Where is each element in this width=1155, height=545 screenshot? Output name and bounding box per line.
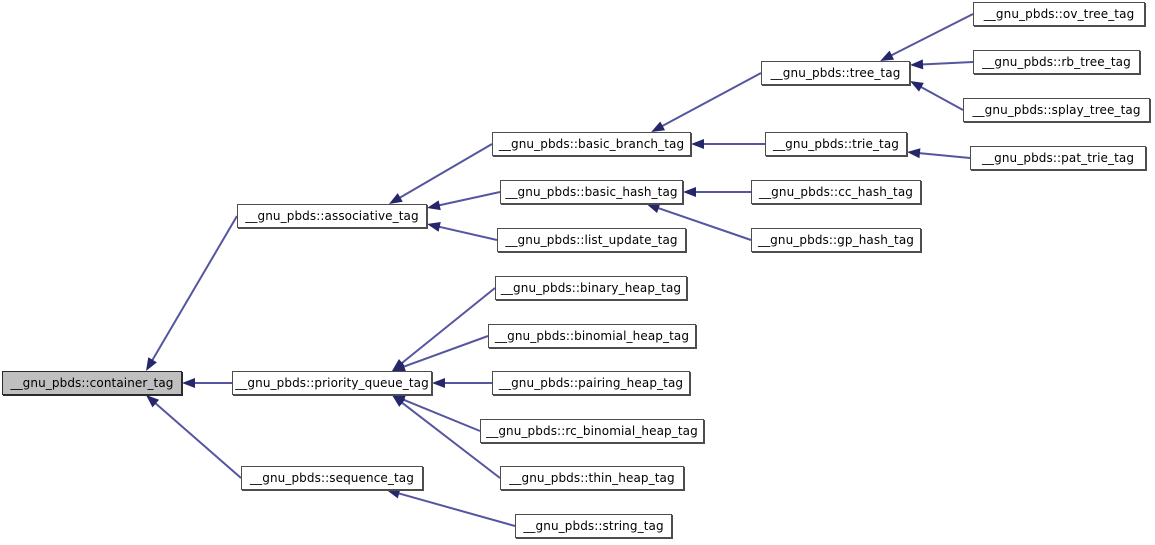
edge-binary_heap_tag-to-priority_queue_tag bbox=[392, 287, 496, 371]
node-basic_hash_tag[interactable]: __gnu_pbds::basic_hash_tag bbox=[500, 180, 683, 204]
edge-cc_hash_tag-to-basic_hash_tag bbox=[683, 187, 751, 197]
node-label-associative_tag: __gnu_pbds::associative_tag bbox=[245, 209, 419, 223]
node-label-pat_trie_tag: __gnu_pbds::pat_trie_tag bbox=[981, 151, 1135, 165]
node-binomial_heap_tag[interactable]: __gnu_pbds::binomial_heap_tag bbox=[488, 324, 696, 348]
edge-basic_branch_tag-to-associative_tag bbox=[389, 143, 493, 204]
node-label-cc_hash_tag: __gnu_pbds::cc_hash_tag bbox=[758, 185, 913, 199]
node-tree_tag[interactable]: __gnu_pbds::tree_tag bbox=[761, 61, 910, 85]
node-label-basic_branch_tag: __gnu_pbds::basic_branch_tag bbox=[498, 137, 685, 151]
node-thin_heap_tag[interactable]: __gnu_pbds::thin_heap_tag bbox=[500, 466, 684, 490]
edge-rb_tree_tag-to-tree_tag bbox=[910, 59, 974, 70]
node-splay_tree_tag[interactable]: __gnu_pbds::splay_tree_tag bbox=[963, 98, 1150, 122]
edge-rc_binomial_heap_tag-to-priority_queue_tag bbox=[392, 395, 481, 432]
edge-basic_hash_tag-to-associative_tag bbox=[427, 191, 501, 211]
node-rc_binomial_heap_tag[interactable]: __gnu_pbds::rc_binomial_heap_tag bbox=[480, 419, 704, 443]
node-list_update_tag[interactable]: __gnu_pbds::list_update_tag bbox=[497, 228, 686, 252]
edge-sequence_tag-to-container_tag bbox=[146, 395, 242, 479]
node-label-tree_tag: __gnu_pbds::tree_tag bbox=[770, 66, 901, 80]
node-label-trie_tag: __gnu_pbds::trie_tag bbox=[772, 137, 900, 151]
node-cc_hash_tag[interactable]: __gnu_pbds::cc_hash_tag bbox=[751, 180, 921, 204]
edge-string_tag-to-sequence_tag bbox=[386, 488, 516, 527]
node-associative_tag[interactable]: __gnu_pbds::associative_tag bbox=[237, 204, 427, 228]
node-label-priority_queue_tag: __gnu_pbds::priority_queue_tag bbox=[235, 376, 429, 390]
node-label-ov_tree_tag: __gnu_pbds::ov_tree_tag bbox=[983, 7, 1135, 21]
edge-trie_tag-to-basic_branch_tag bbox=[691, 139, 765, 149]
node-sequence_tag[interactable]: __gnu_pbds::sequence_tag bbox=[241, 466, 423, 490]
node-label-gp_hash_tag: __gnu_pbds::gp_hash_tag bbox=[757, 233, 915, 247]
edge-pat_trie_tag-to-trie_tag bbox=[907, 148, 971, 159]
node-label-binomial_heap_tag: __gnu_pbds::binomial_heap_tag bbox=[494, 329, 690, 343]
node-trie_tag[interactable]: __gnu_pbds::trie_tag bbox=[765, 132, 907, 156]
node-label-rb_tree_tag: __gnu_pbds::rb_tree_tag bbox=[982, 55, 1131, 69]
node-label-binary_heap_tag: __gnu_pbds::binary_heap_tag bbox=[500, 281, 682, 295]
node-label-container_tag: __gnu_pbds::container_tag bbox=[10, 376, 174, 390]
node-label-sequence_tag: __gnu_pbds::sequence_tag bbox=[250, 471, 414, 485]
node-ov_tree_tag[interactable]: __gnu_pbds::ov_tree_tag bbox=[973, 2, 1145, 26]
node-gp_hash_tag[interactable]: __gnu_pbds::gp_hash_tag bbox=[751, 228, 921, 252]
edge-ov_tree_tag-to-tree_tag bbox=[880, 13, 974, 61]
node-binary_heap_tag[interactable]: __gnu_pbds::binary_heap_tag bbox=[495, 276, 687, 300]
node-string_tag[interactable]: __gnu_pbds::string_tag bbox=[515, 514, 672, 538]
edge-splay_tree_tag-to-tree_tag bbox=[910, 81, 964, 111]
node-label-rc_binomial_heap_tag: __gnu_pbds::rc_binomial_heap_tag bbox=[486, 424, 698, 438]
edge-tree_tag-to-basic_branch_tag bbox=[651, 72, 762, 132]
edge-priority_queue_tag-to-container_tag bbox=[182, 378, 232, 388]
node-pairing_heap_tag[interactable]: __gnu_pbds::pairing_heap_tag bbox=[492, 371, 690, 395]
node-pat_trie_tag[interactable]: __gnu_pbds::pat_trie_tag bbox=[970, 146, 1146, 170]
node-priority_queue_tag[interactable]: __gnu_pbds::priority_queue_tag bbox=[232, 371, 432, 395]
node-label-pairing_heap_tag: __gnu_pbds::pairing_heap_tag bbox=[498, 376, 684, 390]
node-rb_tree_tag[interactable]: __gnu_pbds::rb_tree_tag bbox=[973, 50, 1140, 74]
edge-associative_tag-to-container_tag bbox=[146, 215, 238, 371]
edge-binomial_heap_tag-to-priority_queue_tag bbox=[392, 335, 489, 372]
node-label-basic_hash_tag: __gnu_pbds::basic_hash_tag bbox=[505, 185, 678, 199]
node-container_tag: __gnu_pbds::container_tag bbox=[2, 371, 182, 395]
node-label-list_update_tag: __gnu_pbds::list_update_tag bbox=[505, 233, 678, 247]
node-label-splay_tree_tag: __gnu_pbds::splay_tree_tag bbox=[972, 103, 1141, 117]
edge-pairing_heap_tag-to-priority_queue_tag bbox=[432, 378, 492, 388]
node-label-string_tag: __gnu_pbds::string_tag bbox=[523, 519, 664, 533]
edge-list_update_tag-to-associative_tag bbox=[427, 222, 498, 241]
node-basic_branch_tag[interactable]: __gnu_pbds::basic_branch_tag bbox=[492, 132, 691, 156]
node-label-thin_heap_tag: __gnu_pbds::thin_heap_tag bbox=[509, 471, 675, 485]
